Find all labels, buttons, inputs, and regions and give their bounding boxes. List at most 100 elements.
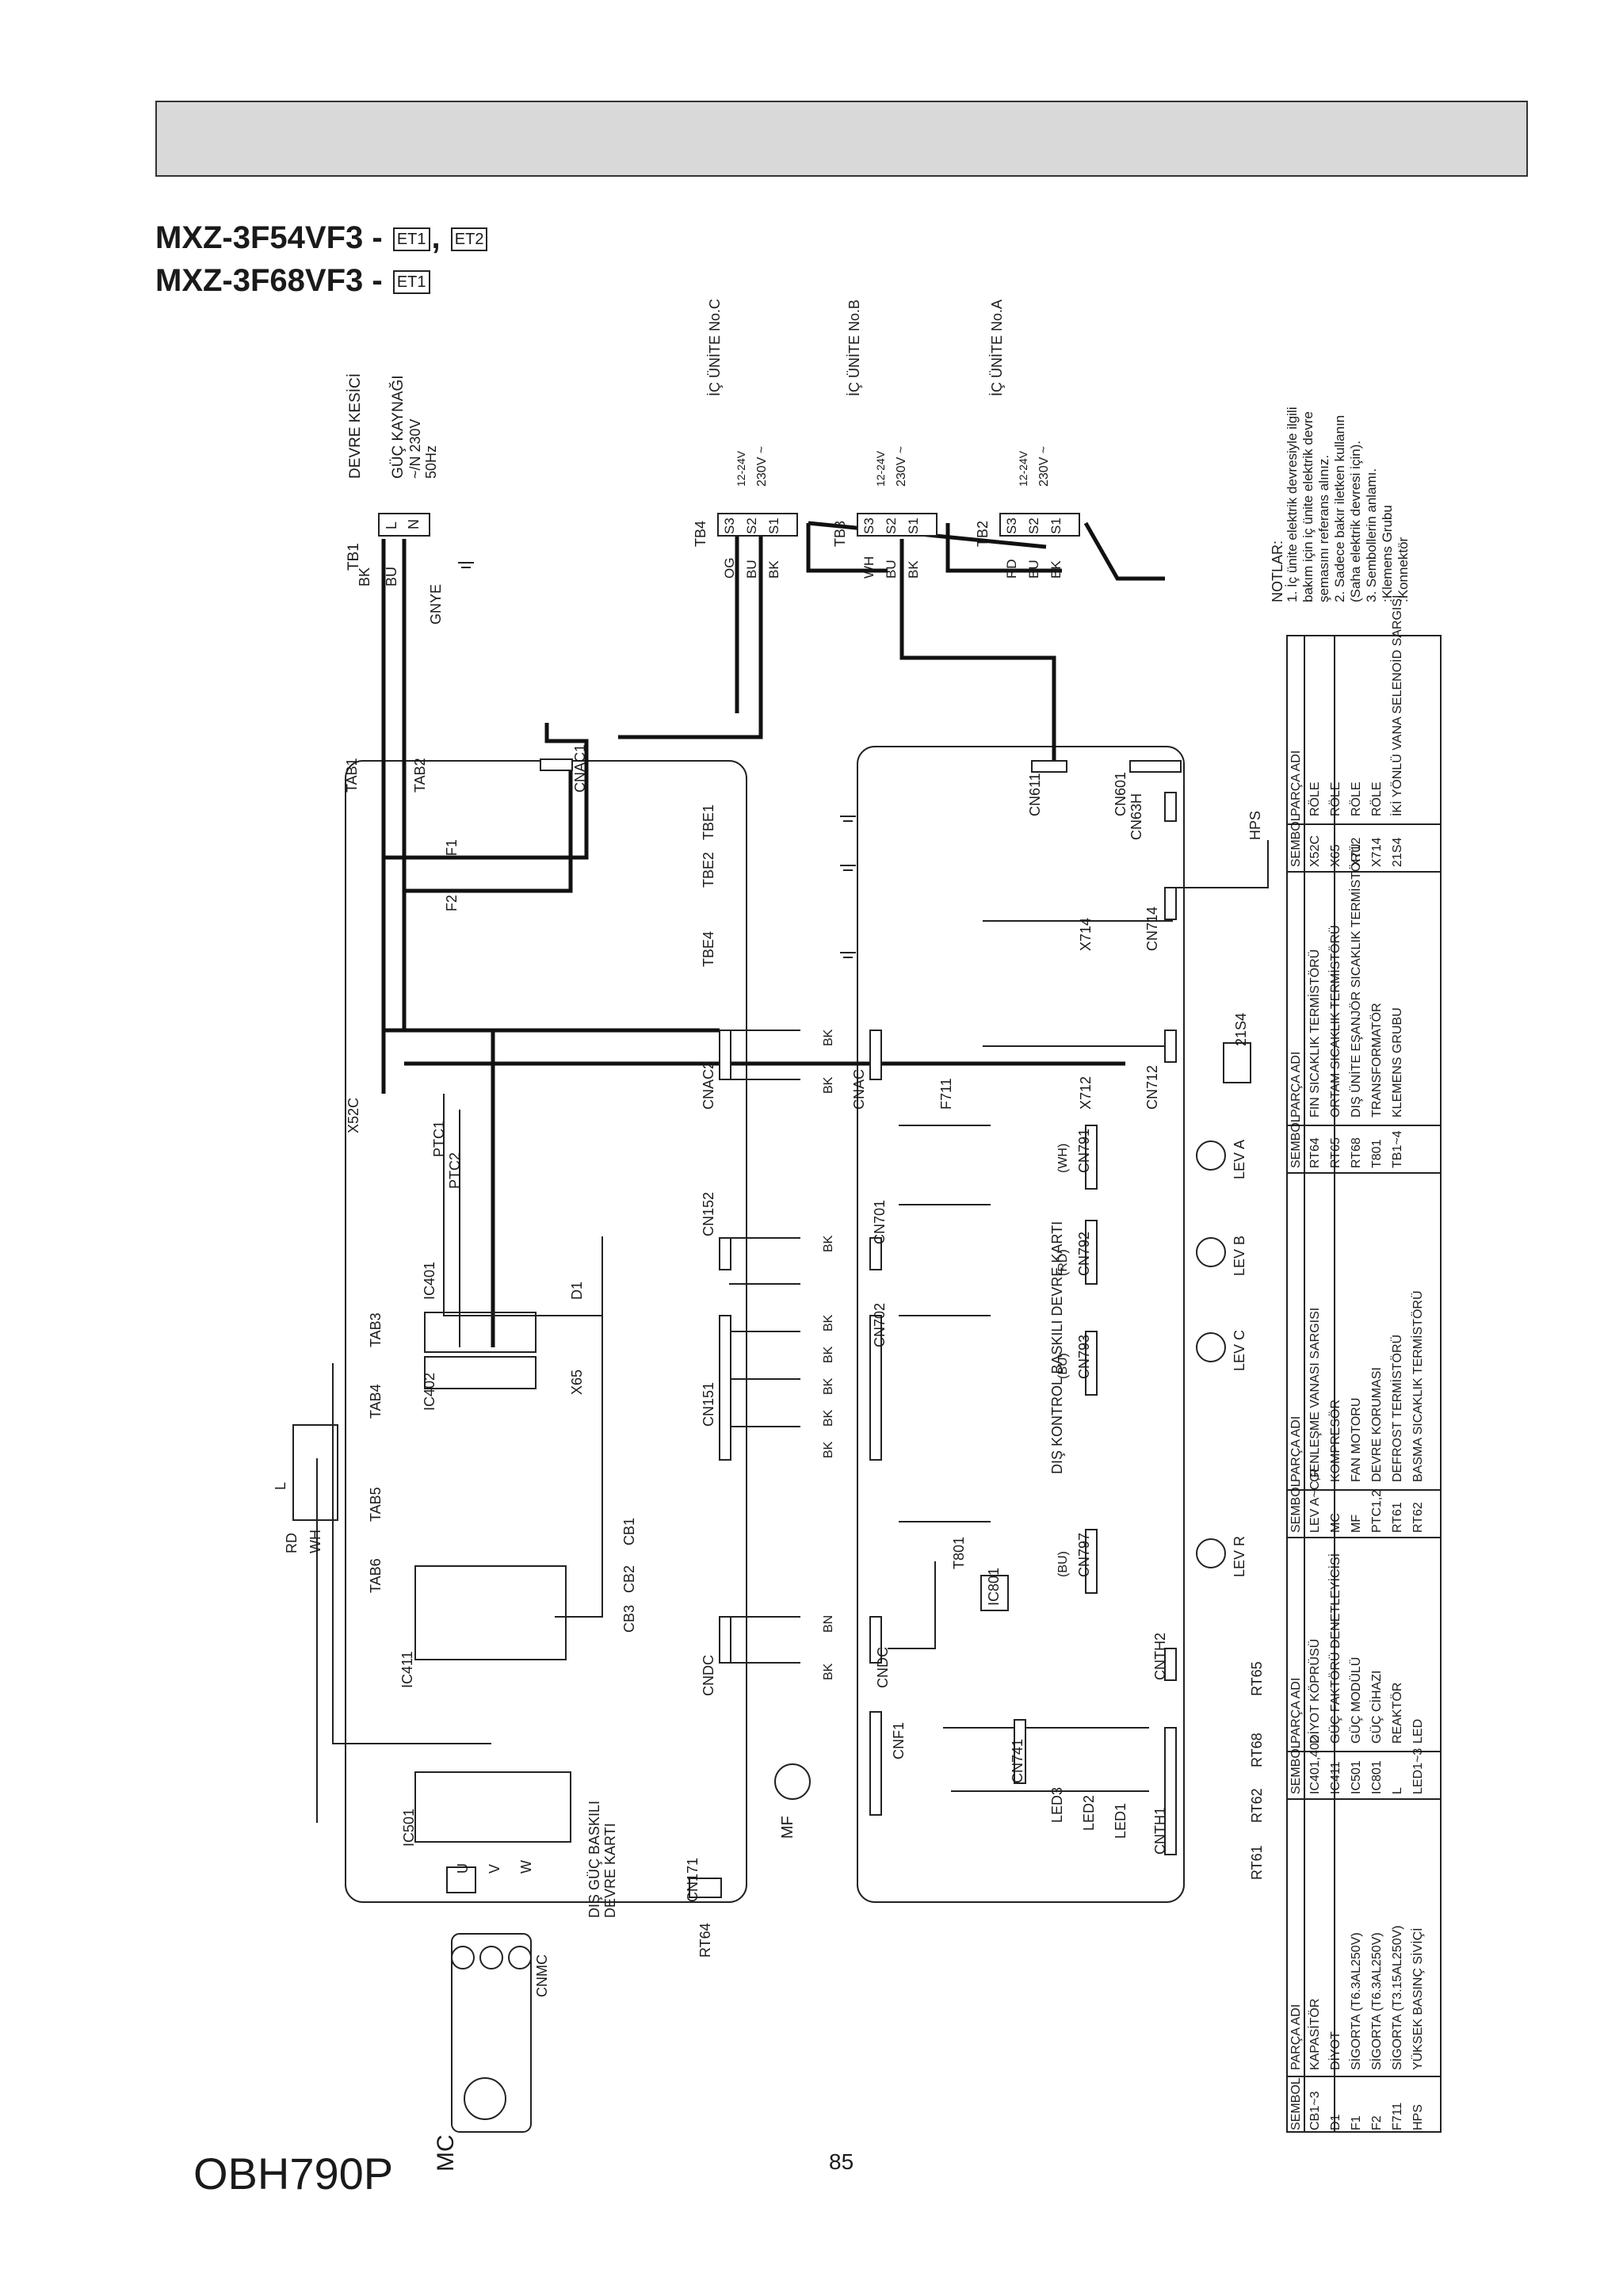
connector-blocks — [540, 758, 1182, 1898]
cnmc-pin — [479, 1946, 503, 1969]
power-board-label: CNAC1 — [572, 744, 588, 793]
page-number: 85 — [829, 2149, 854, 2174]
phase-label: W — [518, 1860, 534, 1874]
table-cell-symbol: IC501 — [1350, 1760, 1363, 1794]
table-cell-name: İKİ YÖNLÜ VANA SELENOİD SARGISI — [1389, 595, 1404, 817]
terminal-pin-label: S2 — [884, 518, 899, 534]
parts-table-grid — [1286, 635, 1442, 2133]
model-badge: ET1 — [392, 270, 430, 295]
power-board-label: IC411 — [399, 1651, 415, 1688]
power-board-label: TAB5 — [368, 1487, 384, 1522]
wire-color-label: BK — [822, 1314, 835, 1331]
note-line: (Saha elektrik devresi için). — [1348, 441, 1363, 602]
control-board-label: LED2 — [1081, 1795, 1097, 1831]
control-board-label: LED1 — [1113, 1803, 1128, 1839]
connector-color-label: (WH) — [1056, 1144, 1070, 1173]
table-cell-name: GÜÇ MODÜLÜ — [1349, 1657, 1363, 1744]
control-board-label: CNDC — [875, 1647, 891, 1688]
table-cell-name: BASMA SICAKLIK TERMİSTÖRÜ — [1410, 1290, 1425, 1482]
header-band — [155, 101, 1528, 177]
table-cell-symbol: MF — [1350, 1515, 1363, 1533]
reactor-box — [292, 1424, 338, 1521]
power-board-label: PTC2 — [447, 1152, 463, 1189]
supply-label: GÜÇ KAYNAĞI — [389, 375, 407, 479]
table-cell-name: TRANSFORMATÖR — [1369, 1003, 1384, 1117]
power-board-label: TBE1 — [701, 804, 716, 840]
compressor-label: MC — [433, 2134, 459, 2172]
power-board-label: IC402 — [422, 1373, 437, 1411]
motor-symbols — [451, 1140, 1226, 2120]
power-board-label: TAB4 — [368, 1384, 384, 1419]
ground-wire-label: GNYE — [428, 584, 444, 625]
table-cell-name: FAN MOTORU — [1350, 1398, 1363, 1482]
wire-color-label: BK — [822, 1235, 835, 1252]
ic501-box — [414, 1771, 571, 1843]
wire-color-label: BU — [384, 567, 399, 586]
table-cell-name: LED — [1411, 1719, 1425, 1744]
table-cell-symbol: IC411 — [1329, 1761, 1342, 1794]
power-board-title: DEVRE KARTI — [602, 1823, 618, 1918]
wire-color-label: BU — [1026, 560, 1041, 579]
table-cell-name: GENLEŞME VANASI SARGISI — [1308, 1308, 1322, 1482]
note-line: 3. Sembollerin anlamı. — [1364, 468, 1379, 602]
lev-motor-label: LEV A — [1232, 1140, 1247, 1179]
table-cell-symbol: D1 — [1329, 2114, 1342, 2130]
table-cell-symbol: X712 — [1350, 838, 1363, 867]
power-board-label: X52C — [346, 1098, 361, 1133]
power-board-label: TAB2 — [412, 758, 428, 793]
document-code: OBH790P — [193, 2149, 394, 2199]
connector-color-label: (RD) — [1056, 1249, 1070, 1276]
table-cell-symbol: X65 — [1329, 844, 1342, 867]
power-board-label: PTC1 — [431, 1121, 447, 1157]
table-cell-symbol: RT68 — [1350, 1137, 1363, 1168]
note-line: bakım için iç ünite elektrik devre — [1300, 411, 1316, 602]
control-board-label: CNAC — [851, 1069, 867, 1110]
phase-label: V — [487, 1864, 502, 1874]
lev-motor-label: LEV B — [1232, 1236, 1247, 1276]
table-header: SEMBOL — [1289, 2077, 1303, 2130]
table-cell-symbol: RT64 — [1308, 1137, 1322, 1168]
table-cell-name: DEVRE KORUMASI — [1370, 1367, 1384, 1482]
wire-color-label: BK — [822, 1409, 835, 1427]
power-board-label: CN151 — [701, 1382, 716, 1427]
wire-color-label: BK — [357, 567, 372, 586]
model-line-2: MXZ-3F68VF3 - ET1 — [155, 263, 432, 299]
control-board-label: IC801 — [986, 1568, 1002, 1606]
note-line: :Klemens Grubu — [1380, 505, 1395, 602]
terminal-block-label: TB3 — [832, 521, 848, 547]
phase-label: U — [455, 1863, 471, 1874]
control-board-label: LED3 — [1049, 1787, 1065, 1823]
table-cell-symbol: LED1~3 — [1411, 1748, 1425, 1794]
power-board-label: F2 — [444, 895, 460, 911]
power-board-label: D1 — [569, 1282, 585, 1300]
table-cell-name: KAPASİTÖR — [1307, 1999, 1322, 2070]
control-board-label: T801 — [951, 1537, 967, 1569]
table-cell-symbol: RT61 — [1391, 1502, 1404, 1533]
table-cell-symbol: X52C — [1308, 835, 1322, 867]
terminal-pin-label: S1 — [1048, 518, 1064, 534]
main-wires — [381, 521, 1165, 1347]
table-cell-symbol: IC801 — [1370, 1760, 1384, 1794]
table-cell-symbol: L — [1391, 1787, 1404, 1794]
terminal-pin-label: S3 — [861, 518, 876, 534]
control-board-label: CN741 — [1010, 1739, 1025, 1783]
wire-color-label: BK — [822, 1029, 835, 1046]
notes-title: NOTLAR: — [1270, 541, 1285, 602]
control-board-label: CN791 — [1076, 1129, 1092, 1173]
wire-color-label: BK — [1048, 560, 1064, 579]
ic402-box — [424, 1356, 537, 1389]
table-cell-name: SİGORTA (T6.3AL250V) — [1369, 1932, 1384, 2070]
terminal-voltage-label: 230V ~ — [895, 446, 908, 487]
power-board-label: TAB1 — [344, 758, 360, 793]
table-cell-name: DEFROST TERMİSTÖRÜ — [1389, 1335, 1404, 1482]
lev-r-coil — [1196, 1538, 1226, 1568]
table-cell-name: DİYOT KÖPRÜSÜ — [1307, 1639, 1322, 1744]
control-board-label: CN792 — [1076, 1232, 1092, 1276]
thermistor-label: RT64 — [697, 1923, 713, 1958]
terminal-voltage-label: 12-24V — [1017, 450, 1029, 487]
terminal-pin-label: S2 — [1026, 518, 1041, 534]
table-cell-symbol: TB1~4 — [1391, 1130, 1404, 1168]
table-cell-symbol: F711 — [1391, 2103, 1404, 2130]
fan-motor-label: MF — [779, 1816, 796, 1839]
supply-voltage-label: ~/N 230V — [407, 418, 423, 479]
